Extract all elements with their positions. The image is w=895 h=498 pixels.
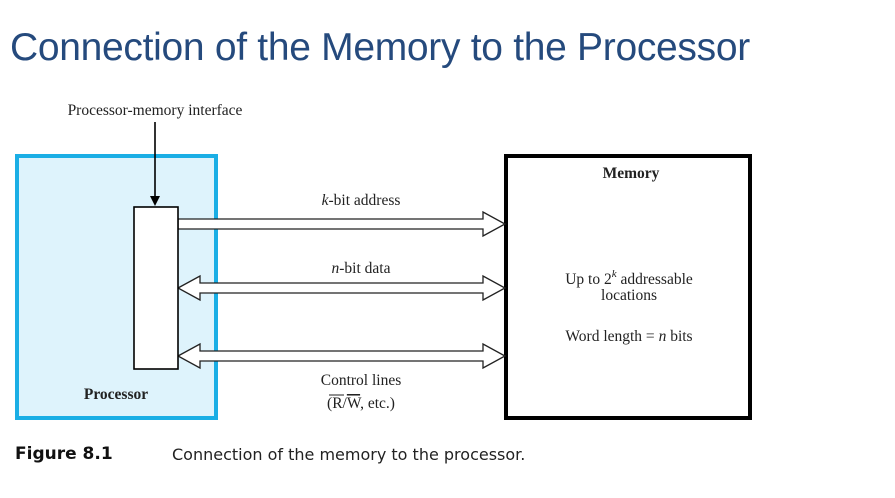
interface-pointer-arrowhead (150, 196, 160, 206)
memory-capacity-text: Up to 2k addressable (565, 268, 693, 288)
data-bus-arrow (176, 274, 507, 302)
memory-box (504, 154, 752, 420)
figure-number: Figure 8.1 (15, 444, 113, 464)
memory-word-length-text: Word length = n bits (565, 328, 692, 345)
control-lines-label: Control lines (321, 372, 402, 389)
control-bus-arrow (176, 342, 507, 370)
processor-label: Processor (84, 386, 148, 403)
memory-label: Memory (603, 165, 660, 182)
interface-label: Processor-memory interface (68, 102, 243, 119)
figure-caption: Connection of the memory to the processo… (172, 445, 526, 464)
memory-locations-text: locations (601, 287, 657, 304)
data-bus-label: n-bit data (332, 260, 391, 277)
control-lines-detail: (R/W, etc.) (327, 395, 395, 412)
slide-title: Connection of the Memory to the Processo… (10, 26, 750, 69)
address-bus-arrow (177, 210, 507, 238)
address-bus-label: k-bit address (322, 192, 401, 209)
interface-register-box (133, 206, 179, 370)
